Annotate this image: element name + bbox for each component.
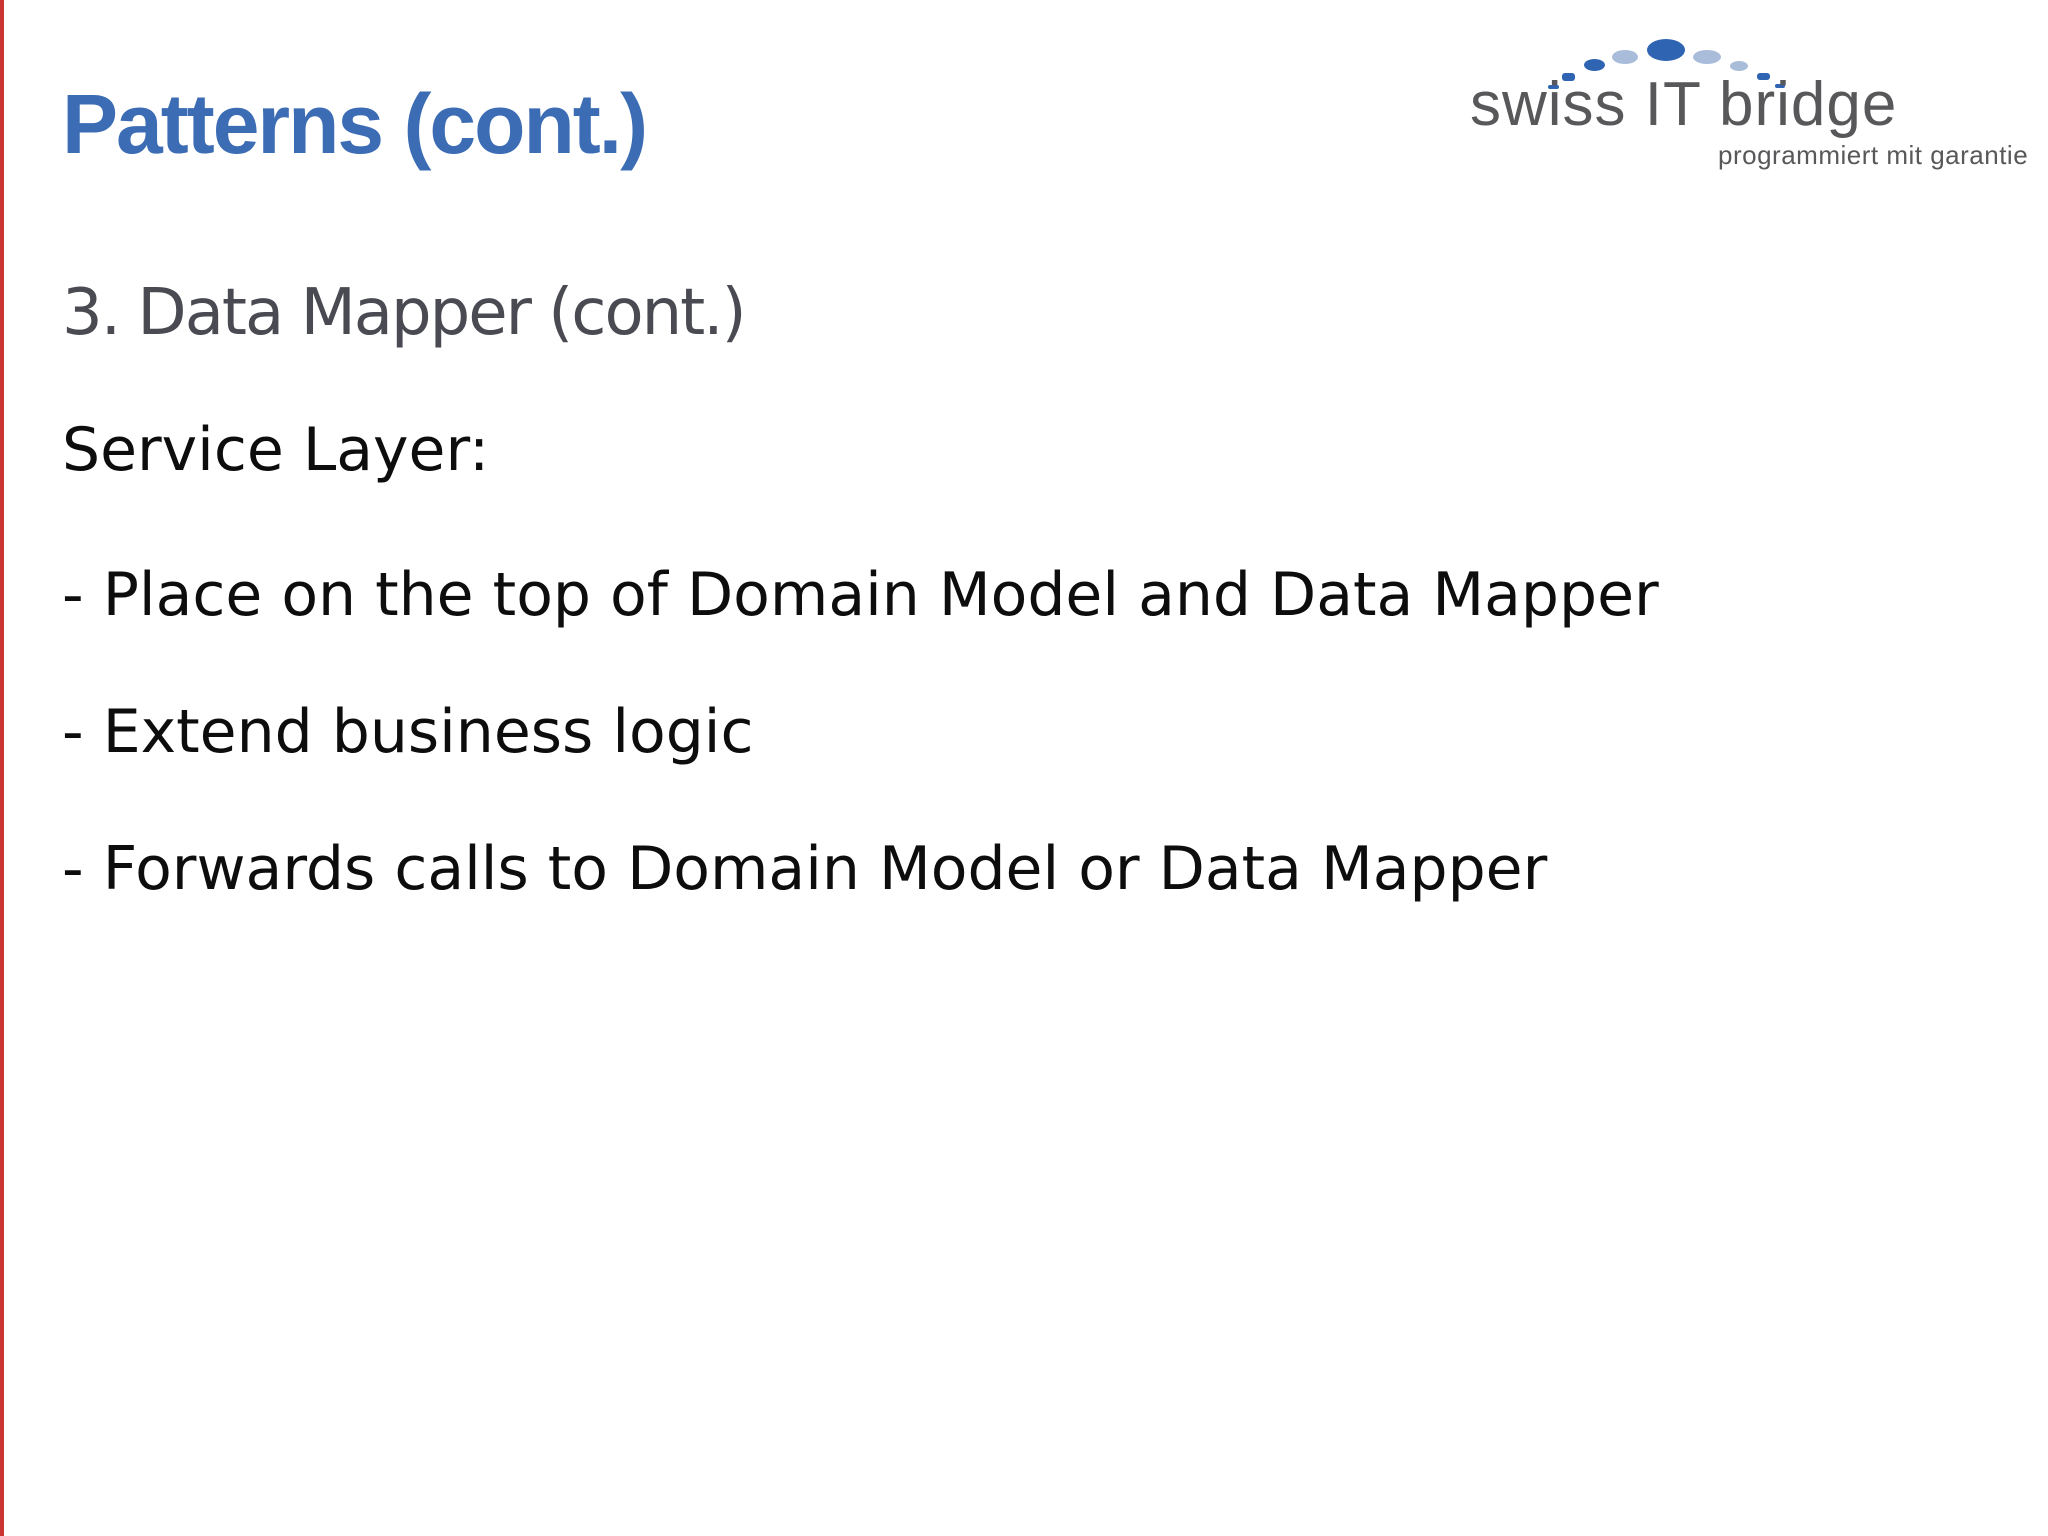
- logo-arc-dot-icon: [1548, 85, 1559, 89]
- logo-wordmark: swiss IT bridge: [1470, 70, 1898, 139]
- section-heading: 3. Data Mapper (cont.): [62, 276, 747, 350]
- logo-arc-dot-icon: [1775, 84, 1785, 88]
- logo-arc-dot-icon: [1757, 73, 1770, 80]
- slide-left-edge-bar: [0, 0, 4, 1536]
- logo-arc-dot-icon: [1647, 39, 1685, 61]
- logo-arc-dot-icon: [1584, 59, 1605, 71]
- bullet-item: - Extend business logic: [62, 697, 754, 767]
- slide-title: Patterns (cont.): [62, 77, 648, 171]
- logo-tagline: programmiert mit garantie: [1718, 140, 2029, 170]
- bullet-item: - Forwards calls to Domain Model or Data…: [62, 834, 1548, 904]
- subheading-service-layer: Service Layer:: [62, 415, 490, 485]
- bullet-item: - Place on the top of Domain Model and D…: [62, 560, 1659, 630]
- logo-arc-dot-icon: [1693, 50, 1721, 64]
- swiss-it-bridge-logo: swiss IT bridge programmiert mit garanti…: [0, 0, 2048, 200]
- logo-arc-dot-icon: [1562, 73, 1575, 81]
- logo-arc-dot-icon: [1612, 50, 1638, 64]
- logo-arc-dot-icon: [1730, 61, 1748, 71]
